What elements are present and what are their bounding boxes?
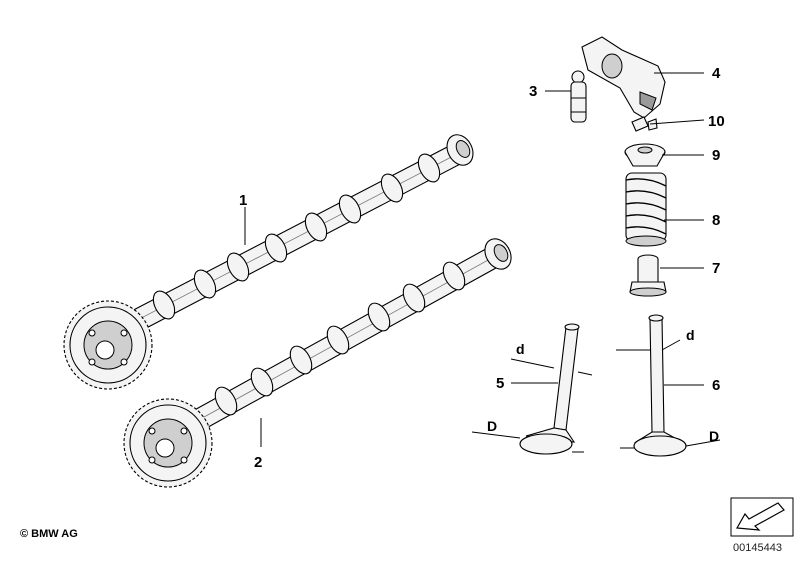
- dimension-head-left: D: [487, 418, 497, 434]
- callout-6: 6: [712, 377, 720, 394]
- valve-6: [633, 314, 687, 457]
- callout-4: 4: [712, 65, 721, 82]
- spring-retainer: [624, 143, 666, 167]
- callout-5: 5: [496, 375, 504, 392]
- camshaft-2: [123, 238, 512, 488]
- callout-8: 8: [712, 212, 720, 229]
- valve-keepers: [631, 116, 658, 132]
- dimension-stem-right: d: [686, 327, 695, 343]
- callout-1: 1: [239, 192, 247, 209]
- arrow-stamp-icon: [730, 497, 794, 537]
- callout-9: 9: [712, 147, 720, 164]
- callout-2: 2: [254, 454, 262, 471]
- rocker-arm: [581, 36, 666, 119]
- callout-3: 3: [529, 83, 537, 100]
- dimension-stem-left: d: [516, 341, 525, 357]
- camshaft-1: [63, 134, 474, 390]
- valve-spring: [625, 172, 667, 247]
- callout-7: 7: [712, 260, 720, 277]
- callout-10: 10: [708, 113, 725, 130]
- lash-adjuster: [570, 70, 587, 123]
- dimension-head-right: D: [709, 428, 719, 444]
- leader-lines: [244, 72, 721, 453]
- valve-5: [519, 323, 580, 455]
- valve-stem-seal: [629, 254, 667, 297]
- image-id: 00145443: [733, 542, 782, 554]
- copyright-text: © BMW AG: [20, 528, 78, 540]
